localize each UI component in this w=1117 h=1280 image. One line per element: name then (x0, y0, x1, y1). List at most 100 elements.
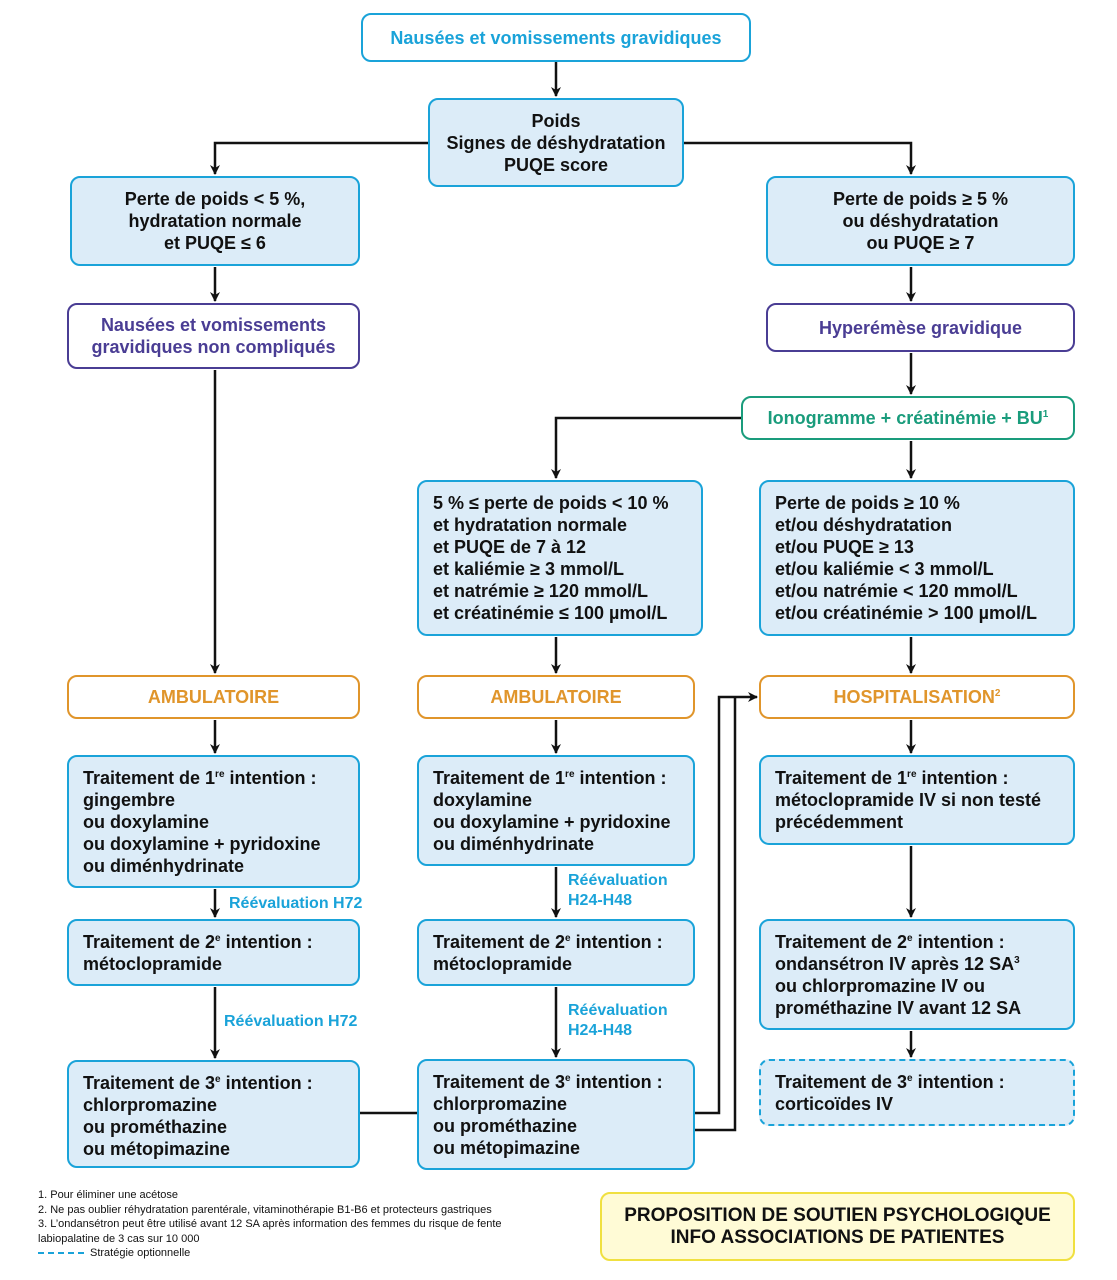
treatment-text: ondansétron IV après 12 SA (775, 954, 1015, 974)
middle-first-line-treatment: Traitement de 1re intention : doxylamine… (417, 755, 695, 866)
ordinal-sup: e (907, 1073, 913, 1084)
heading-text: intention : (220, 1073, 313, 1093)
ordinal-sup: re (907, 769, 917, 780)
heading-text: intention : (916, 768, 1009, 788)
diagnosis-text: Hyperémèse gravidique (818, 317, 1023, 338)
treatment-line: ou doxylamine + pyridoxine (83, 834, 321, 854)
arrow (210, 141, 428, 175)
heading-text: intention : (570, 1072, 663, 1092)
legend: Stratégie optionnelle (38, 1246, 502, 1261)
treatment-heading: Traitement de 3e intention : (775, 1071, 1059, 1093)
reevaluation-line: Réévaluation (568, 1002, 668, 1019)
treatment-line: métoclopramide (83, 954, 223, 974)
support-line: PROPOSITION DE SOUTIEN PSYCHOLOGIQUE (624, 1204, 1051, 1226)
treatment-line: ou doxylamine + pyridoxine (433, 812, 671, 832)
criteria-line: et/ou PUQE ≥ 13 (775, 537, 914, 557)
criteria-line: et créatinémie ≤ 100 µmol/L (433, 603, 668, 623)
assessment-line: PUQE score (503, 154, 609, 175)
reevaluation-line: Réévaluation (568, 872, 668, 889)
treatment-line: ou métopimazine (83, 1139, 231, 1159)
footnote: 3. L’ondansétron peut être utilisé avant… (38, 1218, 502, 1230)
title-text: Nausées et vomissements gravidiques (390, 27, 722, 48)
hospitalization-criteria-box: Perte de poids ≥ 10 % et/ou déshydratati… (759, 480, 1075, 636)
outpatient-box-left: AMBULATOIRE (67, 675, 360, 719)
outpatient-box-middle: AMBULATOIRE (417, 675, 695, 719)
criteria-line: et/ou kaliémie < 3 mmol/L (775, 559, 994, 579)
dashed-line-legend-icon (38, 1252, 84, 1255)
severe-criteria-box: Perte de poids ≥ 5 % ou déshydratation o… (766, 176, 1075, 266)
criteria-line: et/ou créatinémie > 100 µmol/L (775, 603, 1037, 623)
treatment-heading: Traitement de 2e intention : (83, 931, 344, 953)
hyperemesis-diagnosis-box: Hyperémèse gravidique (766, 303, 1075, 352)
heading-text: Traitement de 2 (775, 932, 908, 952)
treatment-line: ou chlorpromazine IV ou (775, 976, 986, 996)
treatment-line: précédemment (775, 812, 904, 832)
treatment-heading: Traitement de 1re intention : (433, 767, 679, 789)
reevaluation-line: H24-H48 (568, 892, 633, 909)
assessment-box: Poids Signes de déshydratation PUQE scor… (428, 98, 684, 187)
hospital-third-line-treatment-optional: Traitement de 3e intention : corticoïdes… (759, 1059, 1075, 1126)
footnote: 1. Pour éliminer une acétose (38, 1189, 179, 1201)
left-first-line-treatment: Traitement de 1re intention : gingembre … (67, 755, 360, 888)
heading-text: intention : (912, 932, 1005, 952)
treatment-line: ou diménhydrinate (433, 834, 595, 854)
criteria-line: et kaliémie ≥ 3 mmol/L (433, 559, 624, 579)
mild-criteria-box: Perte de poids < 5 %, hydratation normal… (70, 176, 360, 266)
treatment-line: métoclopramide (433, 954, 573, 974)
heading-text: intention : (574, 768, 667, 788)
support-line: INFO ASSOCIATIONS DE PATIENTES (670, 1226, 1005, 1248)
reevaluation-label: Réévaluation H72 (224, 1013, 358, 1030)
legend-label: Stratégie optionnelle (90, 1247, 191, 1259)
heading-text: Traitement de 2 (83, 932, 216, 952)
hospital-second-line-treatment: Traitement de 2e intention : ondansétron… (759, 919, 1075, 1030)
treatment-heading: Traitement de 3e intention : (433, 1071, 679, 1093)
heading-text: Traitement de 1 (433, 768, 566, 788)
heading-text: Traitement de 1 (83, 768, 216, 788)
criteria-line: Perte de poids ≥ 5 % (833, 189, 1008, 209)
treatment-line: chlorpromazine (83, 1095, 218, 1115)
labs-box: Ionogramme + créatinémie + BU1 (741, 396, 1075, 440)
treatment-heading: Traitement de 1re intention : (83, 767, 344, 789)
treatment-line: ou métopimazine (433, 1138, 581, 1158)
criteria-line: et/ou natrémie < 120 mmol/L (775, 581, 1018, 601)
labs-label: Ionogramme + créatinémie + BU (767, 408, 1043, 428)
hospital-first-line-treatment: Traitement de 1re intention : métoclopra… (759, 755, 1075, 845)
criteria-line: et/ou déshydratation (775, 515, 953, 535)
arrow (551, 416, 741, 479)
ordinal-sup: e (907, 933, 913, 944)
treatment-line: ondansétron IV après 12 SA3 (775, 953, 1059, 975)
moderate-criteria-box: 5 % ≤ perte de poids < 10 % et hydratati… (417, 480, 703, 636)
criteria-line: et PUQE de 7 à 12 (433, 537, 587, 557)
support-box: PROPOSITION DE SOUTIEN PSYCHOLOGIQUE INF… (600, 1192, 1075, 1261)
ordinal-sup: e (215, 933, 221, 944)
ordinal-sup: e (565, 1073, 571, 1084)
criteria-line: et natrémie ≥ 120 mmol/L (433, 581, 648, 601)
treatment-line: prométhazine IV avant 12 SA (775, 998, 1022, 1018)
criteria-line: et hydratation normale (433, 515, 628, 535)
treatment-line: gingembre (83, 790, 176, 810)
reevaluation-label: Réévaluation H72 (229, 895, 363, 912)
treatment-line: ou prométhazine (83, 1117, 228, 1137)
uncomplicated-diagnosis-box: Nausées et vomissements gravidiques non … (67, 303, 360, 369)
heading-text: Traitement de 3 (775, 1072, 908, 1092)
assessment-line: Signes de déshydratation (446, 132, 666, 153)
criteria-line: ou PUQE ≥ 7 (866, 233, 975, 253)
connector (695, 697, 737, 1132)
hospitalization-label: HOSPITALISATION (833, 687, 995, 707)
ordinal-sup: re (565, 769, 575, 780)
heading-text: Traitement de 3 (433, 1072, 566, 1092)
footnote: labiopalatine de 3 cas sur 10 000 (38, 1232, 200, 1245)
treatment-line: métoclopramide IV si non testé (775, 790, 1042, 810)
heading-text: intention : (912, 1072, 1005, 1092)
diagnosis-line: gravidiques non compliqués (91, 337, 336, 357)
treatment-heading: Traitement de 2e intention : (775, 931, 1059, 953)
heading-text: intention : (570, 932, 663, 952)
treatment-heading: Traitement de 2e intention : (433, 931, 679, 953)
footnote-ref: 1 (1042, 409, 1049, 420)
footnote-ref: 3 (1014, 955, 1020, 966)
left-third-line-treatment: Traitement de 3e intention : chlorpromaz… (67, 1060, 360, 1168)
heading-text: Traitement de 1 (775, 768, 908, 788)
setting-label: AMBULATOIRE (490, 687, 622, 707)
